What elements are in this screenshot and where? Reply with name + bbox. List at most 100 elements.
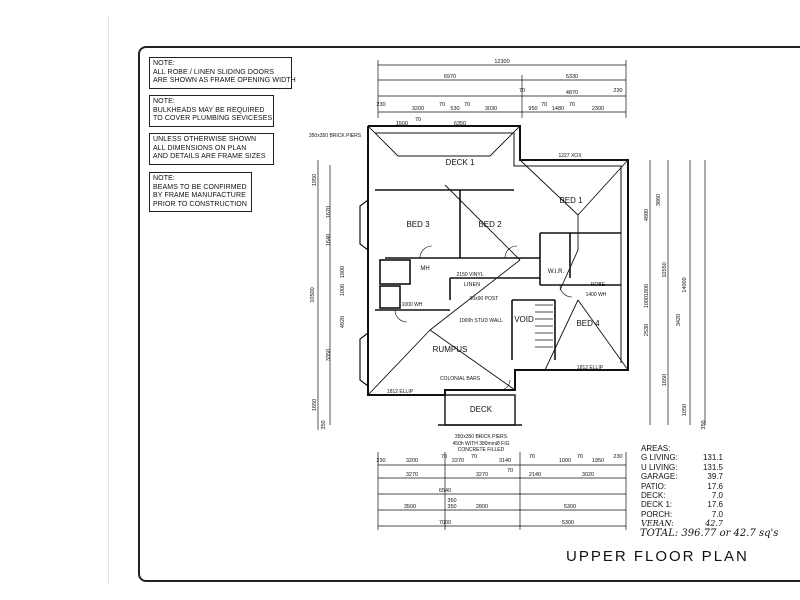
label-colonial: COLONIAL BARS — [440, 376, 481, 382]
room-labels: DECK 1 BED 1 BED 2 BED 3 BED 4 RUMPUS DE… — [406, 158, 605, 414]
room-bed-2: BED 2 — [478, 220, 502, 229]
note-dimensions: UNLESS OTHERWISE SHOWN ALL DIMENSIONS ON… — [149, 133, 274, 165]
dim-bottom-r2-d: 2140 — [529, 472, 541, 478]
dim-top-row4-d: 530 — [450, 106, 459, 112]
dim-bottom-r2-e: 3020 — [582, 472, 594, 478]
dimension-lines — [317, 60, 706, 530]
dim-bottom-r1-g: 70 — [529, 454, 535, 460]
area-label: U LIVING: — [641, 462, 678, 472]
door-swings — [394, 245, 573, 391]
dim-left-c: 1640 — [326, 234, 332, 246]
dim-right-e: 3420 — [676, 314, 682, 326]
room-void: VOID — [514, 315, 534, 324]
areas-schedule: AREAS: G LIVING:131.1 U LIVING:131.5 GAR… — [641, 444, 723, 529]
room-deck-1: DECK 1 — [446, 158, 475, 167]
dim-top-row4-j: 70 — [569, 102, 575, 108]
dim-top-row4-f: 3030 — [485, 106, 497, 112]
note-line: PRIOR TO CONSTRUCTION — [153, 200, 248, 208]
dim-bottom-r1-j: 1950 — [592, 458, 604, 464]
dim-top-row3-b: 4870 — [566, 90, 578, 96]
room-linen: LINEN — [464, 282, 480, 288]
dim-left-i: 1650 — [312, 399, 318, 411]
dim-top-row2-b: 5330 — [566, 74, 578, 80]
note-line: AND DETAILS ARE FRAME SIZES — [153, 153, 266, 161]
dim-top-row5-a: 1500 — [396, 121, 408, 127]
note-line: NOTE: — [153, 60, 175, 67]
dim-right-h: 1650 — [662, 374, 668, 386]
dim-bottom-r4-d: 5300 — [564, 504, 576, 510]
dim-bottom-r2-a: 3270 — [406, 472, 418, 478]
dim-right-i: 1800 — [644, 284, 650, 296]
note-line: NOTE: — [153, 98, 175, 105]
area-value: 42.7 — [705, 519, 723, 529]
note-line: ALL ROBE / LINEN SLIDING DOORS — [153, 68, 274, 76]
label-vinyl: 2150 VINYL — [457, 272, 484, 278]
dim-bottom-r1-a: 230 — [376, 458, 385, 464]
area-value: 131.5 — [702, 462, 723, 472]
label-xox: 1227 XOX — [558, 153, 582, 159]
label-pier-note-1: 450h WITH 380mmØ FIG — [453, 441, 510, 447]
area-row: DECK:7.0 — [641, 491, 723, 500]
dim-bottom-r3-a: 6540 — [439, 488, 451, 494]
dim-bottom-r1-c: 70 — [441, 454, 447, 460]
dim-right-a: 3860 — [656, 194, 662, 206]
area-label: DECK: — [641, 491, 666, 501]
area-row: GARAGE:39.7 — [641, 472, 723, 481]
note-line: NOTE: — [153, 175, 175, 182]
area-row: PATIO:17.6 — [641, 482, 723, 491]
dim-bottom-r4-c: 2800 — [476, 504, 488, 510]
note-line: BULKHEADS MAY BE REQUIRED — [153, 106, 265, 114]
dim-bottom-r1-i: 70 — [577, 454, 583, 460]
dim-bottom-r1-b: 3200 — [406, 458, 418, 464]
area-row: PORCH:7.0 — [641, 510, 723, 519]
dim-right-g: 1050 — [682, 404, 688, 416]
label-ellip-2: 1812 ELLIP — [577, 365, 604, 371]
label-brick-piers-bottom: 350x350 BRICK PIERS — [455, 434, 508, 440]
bay-windows — [359, 199, 369, 387]
label-wall-1000: 1000 WH — [402, 302, 423, 308]
label-wir-door: 1400 WH — [586, 292, 607, 298]
exterior-walls — [367, 125, 629, 396]
label-stud-wall: 1000h STUD WALL — [459, 318, 503, 324]
roof-hip-lines — [367, 125, 629, 396]
dim-right-k: 350 — [701, 420, 707, 429]
dim-top-row4-e: 70 — [464, 102, 470, 108]
dim-top-row5-b: 70 — [415, 117, 421, 123]
dim-right-b: 4880 — [644, 209, 650, 221]
dim-top-row4-a: 230 — [376, 102, 385, 108]
dim-left-j: 350 — [321, 420, 327, 429]
dim-top-row3-a: 70 — [519, 88, 525, 94]
area-label: GARAGE: — [641, 472, 678, 482]
area-row-handwritten: VERAN: 42.7 — [641, 519, 723, 528]
dim-left-g: 4920 — [340, 316, 346, 328]
area-label: PATIO: — [641, 481, 667, 491]
dim-bottom-r3-b: 350 — [447, 498, 456, 504]
dim-bottom-r1-h: 1000 — [559, 458, 571, 464]
dim-left-h: 3350 — [326, 349, 332, 361]
dim-right-j: 1000 — [644, 296, 650, 308]
dim-top-row4-b: 3200 — [412, 106, 424, 112]
area-value: 17.6 — [707, 500, 723, 510]
dim-bottom-r1-d: 2270 — [452, 458, 464, 464]
scan-left-margin — [0, 16, 109, 584]
dim-left-e: 1000 — [340, 284, 346, 296]
room-bed-4: BED 4 — [576, 319, 600, 328]
stair — [535, 304, 553, 348]
note-line: ALL DIMENSIONS ON PLAN — [153, 144, 247, 152]
note-bulkheads: NOTE: BULKHEADS MAY BE REQUIRED TO COVER… — [149, 95, 274, 127]
note-line: ARE SHOWN AS FRAME OPENING WIDTH — [153, 77, 296, 85]
dim-bottom-r5-b: 5300 — [562, 520, 574, 526]
note-line: BY FRAME MANUFACTURE — [153, 192, 246, 200]
dim-top-row4-h: 70 — [541, 102, 547, 108]
dim-left-d: 1800 — [340, 266, 346, 278]
dim-left-f: 10500 — [310, 287, 316, 302]
dim-bottom-r2-b: 3270 — [476, 472, 488, 478]
note-beams: NOTE: BEAMS TO BE CONFIRMED BY FRAME MAN… — [149, 172, 252, 213]
note-line: UNLESS OTHERWISE SHOWN — [153, 136, 257, 143]
area-row: U LIVING: 131.5 — [641, 463, 723, 472]
area-label: G LIVING: — [641, 453, 678, 463]
dim-bottom-r2-c: 70 — [507, 468, 513, 474]
label-post: 90x90 POST — [470, 296, 499, 302]
area-label: VERAN: — [641, 519, 674, 529]
